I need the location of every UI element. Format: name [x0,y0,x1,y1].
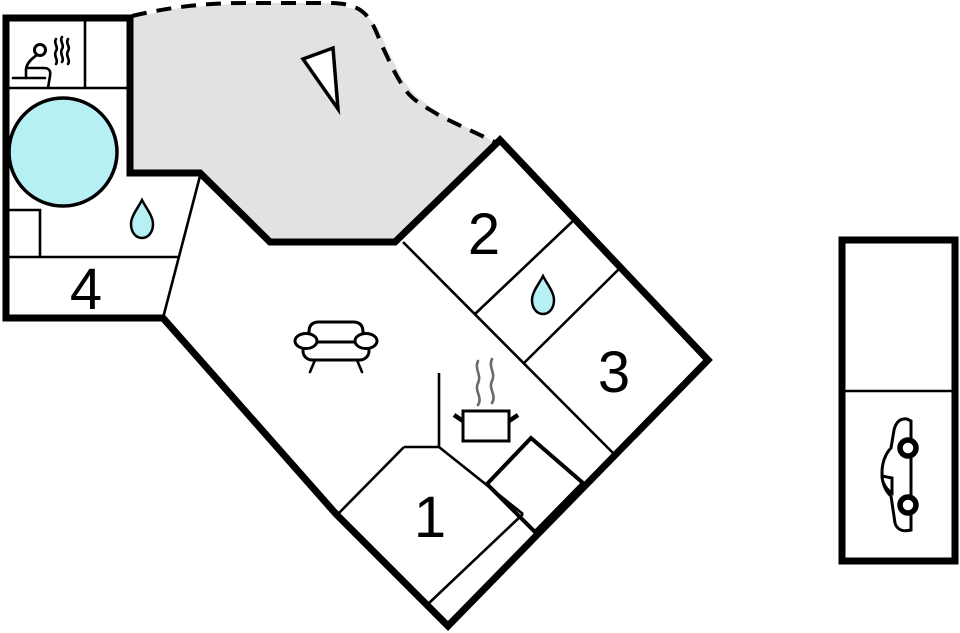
water-drop-icon-1 [129,197,155,240]
bedroom-strip-wall [402,241,616,456]
terrace [130,1,498,242]
room-1-topright-wall [438,445,524,516]
room-2-label: 2 [468,202,500,267]
room-1-label: 1 [414,485,446,550]
terrace-area [130,3,497,242]
entrance-hall [484,435,586,535]
car-icon [880,417,919,533]
water-drop-icon-2 [530,273,556,316]
bath-room-3-wall [523,267,621,364]
north-arrow-icon [300,45,341,116]
room-1-topleft-wall [337,446,405,515]
sauna-icon [11,35,71,90]
room-4-label: 4 [70,257,102,322]
steam-icon [475,357,495,407]
interior-walls [6,20,621,605]
room-3-label: 3 [598,340,630,405]
room-1-corridor-wall [427,513,524,605]
room-2-bath-wall [474,219,575,315]
hot-tub-icon [7,96,119,208]
terrace-dashed-edge [131,1,498,145]
bath-closet-wall [6,208,42,257]
cooking-pot-icon [452,409,520,443]
bath-living-wall [161,175,202,319]
carport [838,236,959,565]
sofa-icon [293,320,379,374]
